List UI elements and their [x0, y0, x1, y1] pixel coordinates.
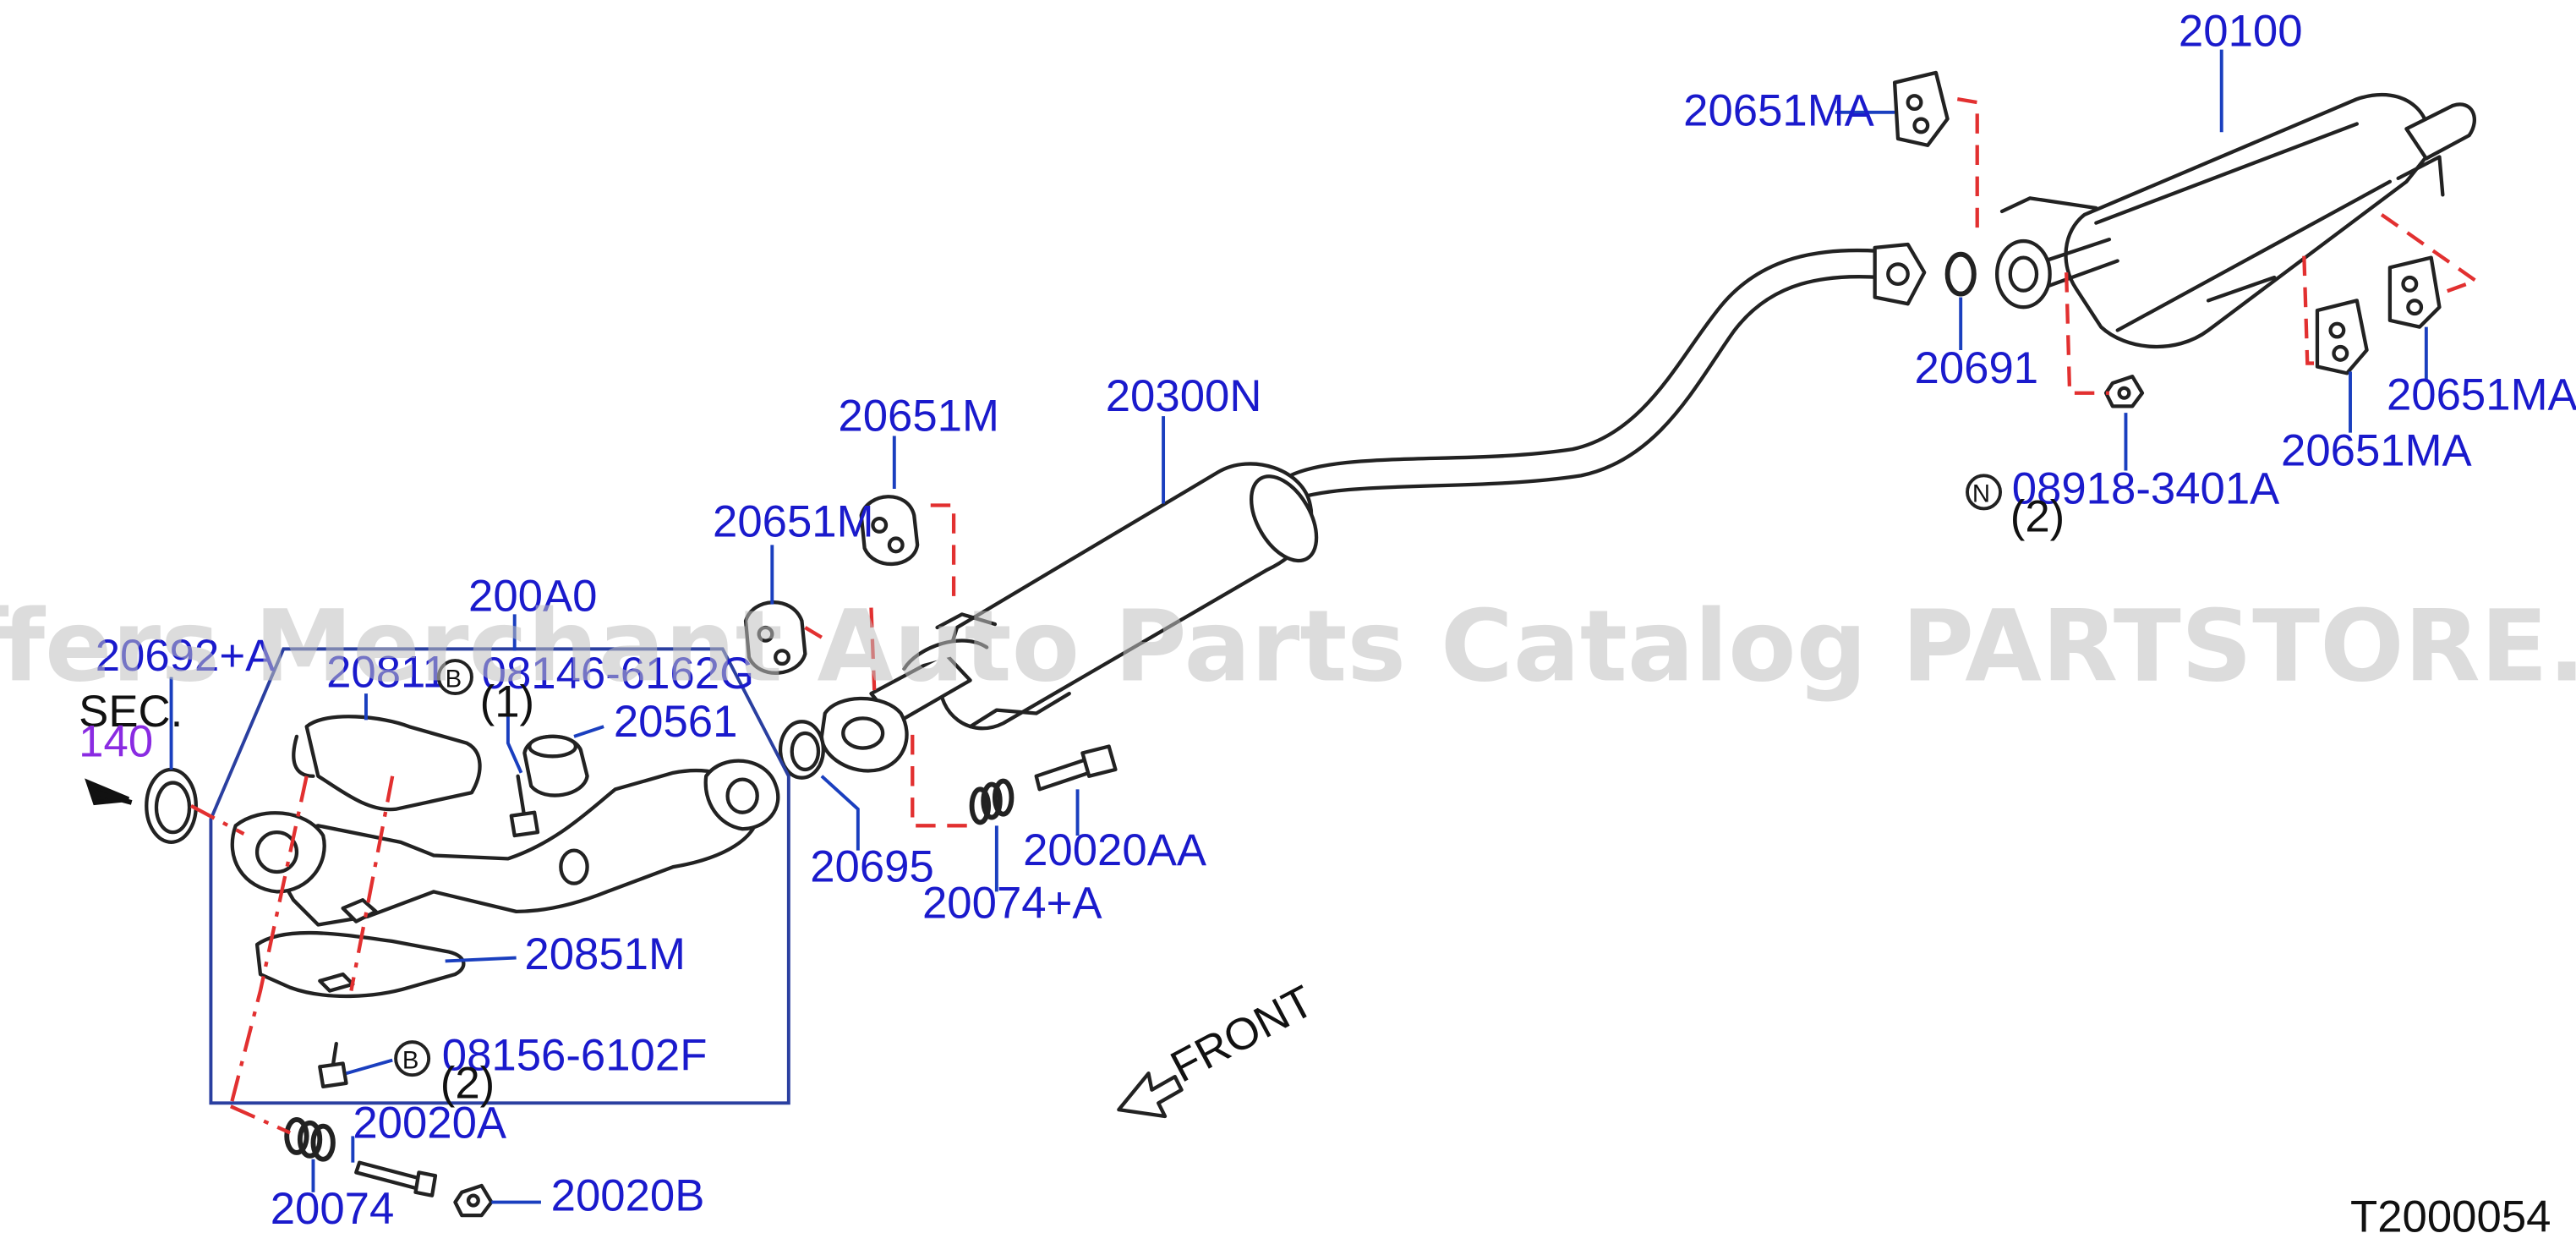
gasket-20692A-drawing [145, 767, 198, 844]
bolt-b2-drawing [318, 1041, 348, 1088]
front-arrow-icon [1117, 1071, 1184, 1119]
assembly-lines [189, 97, 2480, 1135]
label-bolt-b2-qty: (2) [440, 1059, 495, 1109]
label-bolt-b1-part: 08146-6162G [482, 649, 754, 699]
label-20100: 20100 [2179, 7, 2303, 57]
label-bolt-b2-part: 08156-6102F [442, 1030, 708, 1080]
callout-b2-letter: B [402, 1046, 419, 1074]
spring-20074A-drawing [969, 778, 1015, 825]
center-pipe-drawing [819, 242, 1927, 773]
label-20020B: 20020B [551, 1170, 705, 1220]
callout-n-letter: N [1972, 480, 1990, 508]
label-nut-qty: (2) [2010, 492, 2065, 542]
stud-20020A-drawing [354, 1160, 438, 1197]
callout-b1-circle [436, 659, 473, 696]
callout-b1-letter: B [446, 665, 462, 693]
callout-n-circle [1966, 474, 2003, 511]
label-20651M-b: 20651M [713, 497, 874, 547]
hanger-20651MA-right [2387, 255, 2442, 329]
label-bolt-b1-qty: (1) [480, 677, 534, 726]
watermark-text: Offers Merchant Auto Parts Catalog PARTS… [0, 588, 2576, 704]
nut-20020B-drawing [453, 1183, 494, 1218]
label-20851M: 20851M [524, 929, 686, 979]
label-20811: 20811 [326, 647, 447, 697]
bolt-20020AA-drawing [1034, 744, 1118, 792]
label-20074A: 20074+A [922, 879, 1102, 929]
hanger-20651M-b [743, 600, 807, 675]
bolt-b1-drawing [509, 774, 540, 838]
rear-muffler-drawing [1995, 92, 2476, 349]
hanger-20651M-a [859, 495, 920, 567]
section-ref-line2: 140 [79, 716, 153, 766]
label-20651MA-right: 20651MA [2387, 370, 2576, 419]
label-20691: 20691 [1915, 343, 2039, 393]
label-20651M-a: 20651M [838, 392, 999, 441]
label-20074: 20074 [271, 1184, 395, 1234]
label-200A0: 200A0 [468, 571, 597, 621]
hanger-20651MA-mid [2315, 299, 2369, 375]
catalyst-20811-drawing [230, 715, 780, 927]
section-ref-line1: SEC. [79, 687, 183, 737]
label-20561: 20561 [614, 697, 738, 747]
hanger-20651MA-top [1892, 70, 1950, 147]
spring-20074-drawing [284, 1116, 336, 1162]
gasket-20695-drawing [778, 720, 825, 780]
front-label: FRONT [1162, 976, 1321, 1092]
label-20695: 20695 [810, 842, 934, 892]
frame-200A0 [209, 647, 790, 1105]
label-20300N: 20300N [1106, 371, 1262, 421]
nut-08918-drawing [2103, 375, 2145, 408]
gasket-20691-ring [1944, 251, 1977, 297]
cup-20561-drawing [522, 734, 589, 797]
diagram-id: T2000054 [2350, 1192, 2551, 1242]
label-nut-part: 08918-3401A [2012, 464, 2280, 514]
section-arrow-icon [85, 778, 133, 806]
label-20020AA: 20020AA [1023, 825, 1207, 875]
callout-b2-circle [394, 1040, 431, 1077]
leader-lines [169, 49, 2428, 1204]
label-20020A: 20020A [353, 1098, 507, 1148]
label-20692A: 20692+A [96, 631, 276, 681]
label-20651MA-top: 20651MA [1683, 85, 1875, 135]
label-20651MA-mid: 20651MA [2281, 426, 2473, 476]
